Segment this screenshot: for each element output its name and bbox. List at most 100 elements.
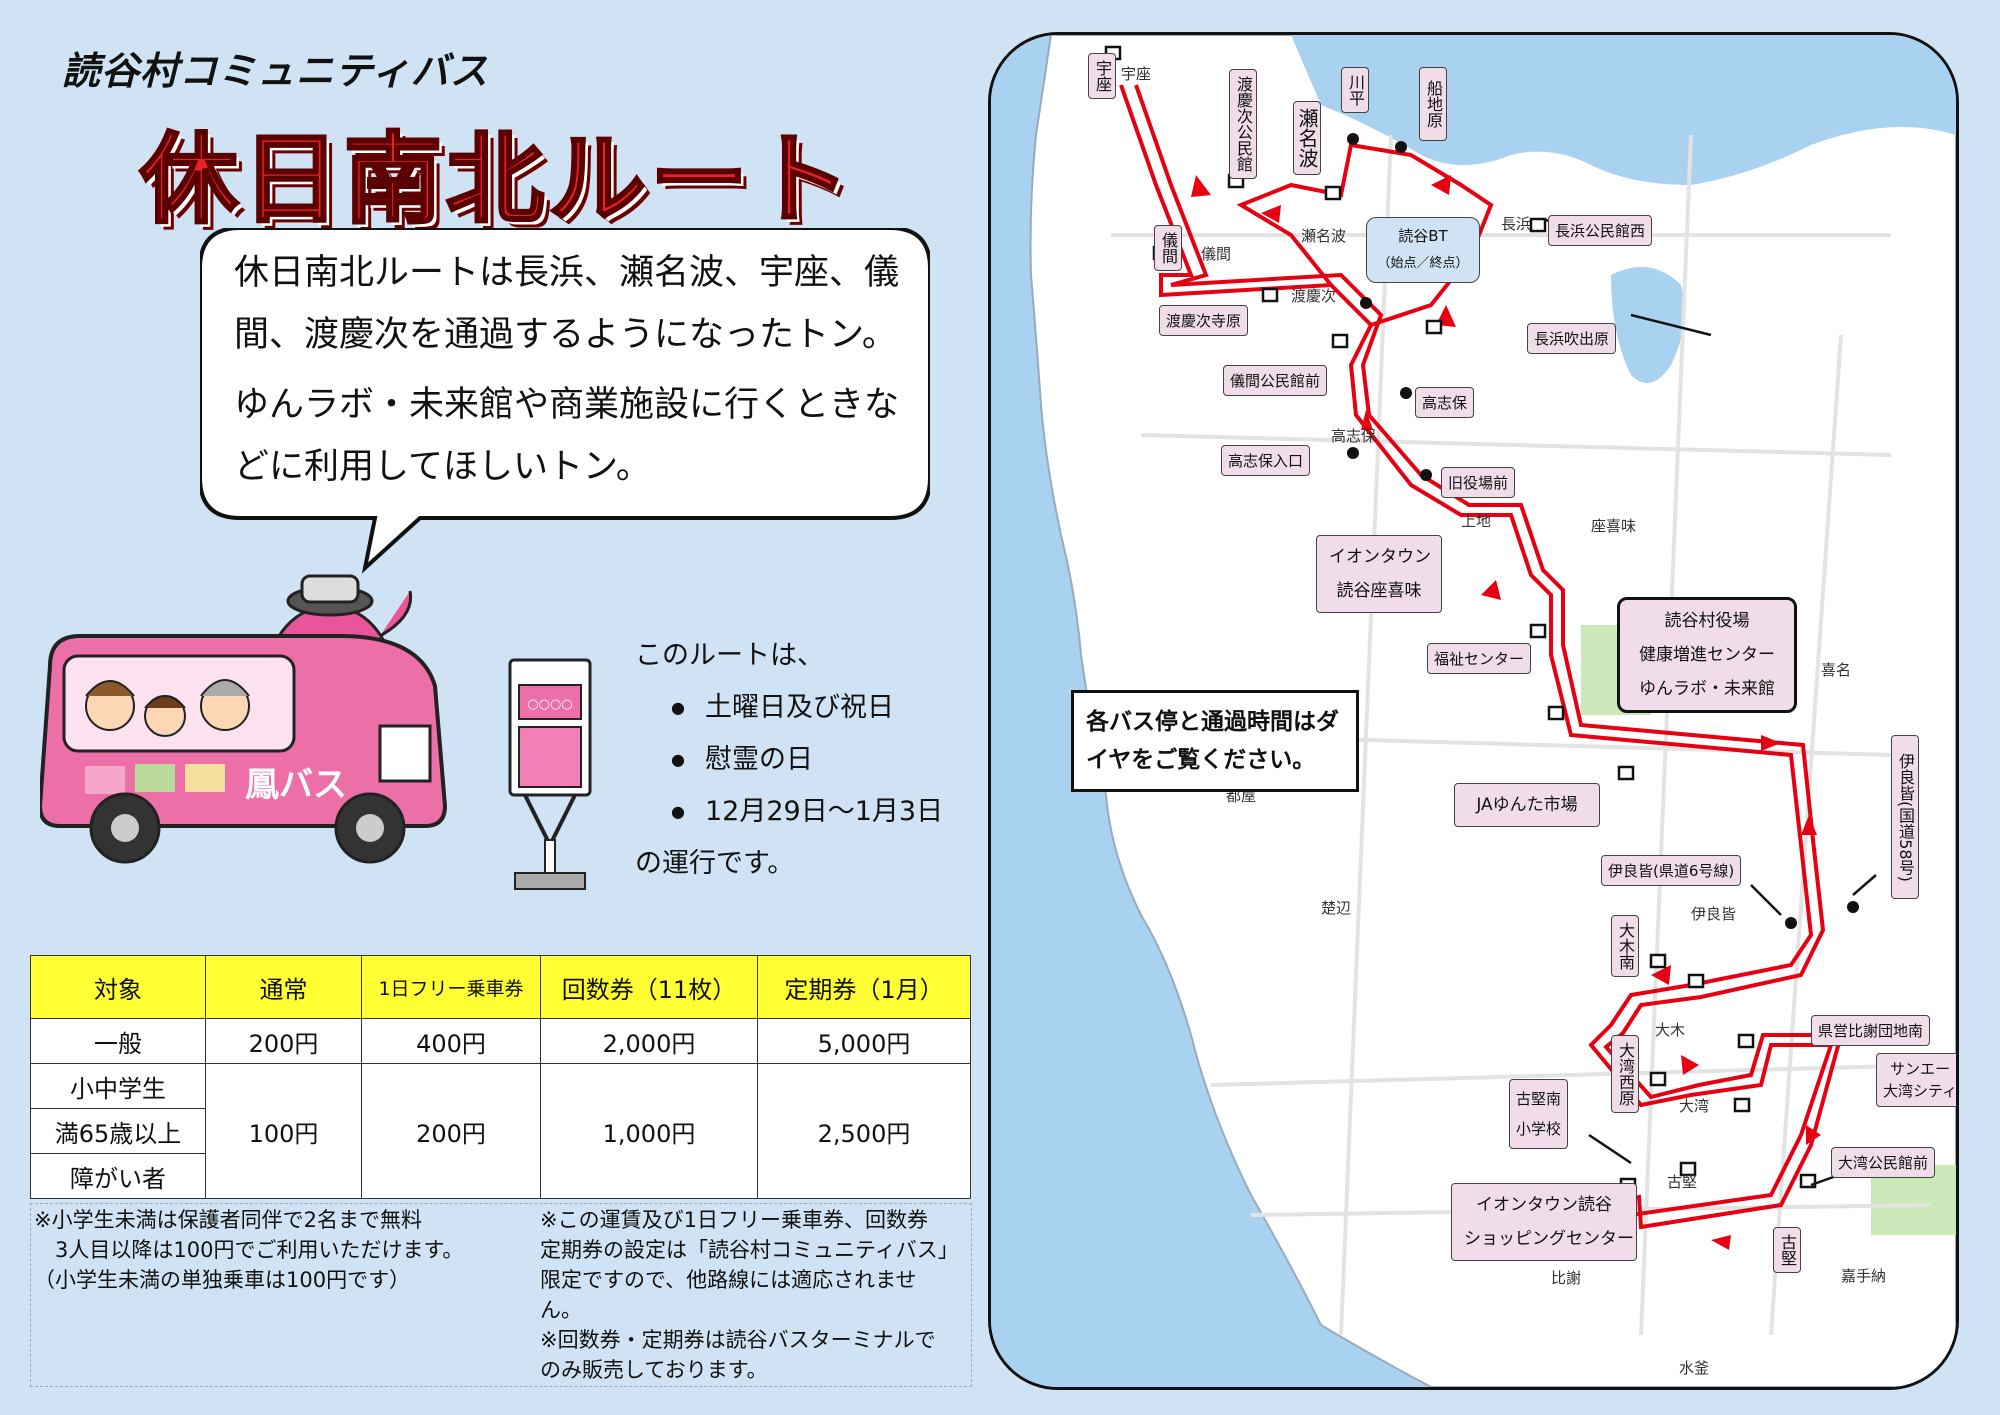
fare-cell: 1,000円 [540, 1063, 758, 1199]
fare-cell: 満65歳以上 [30, 1108, 206, 1154]
map-town-label: 宇座 [1121, 65, 1152, 83]
fare-header: 定期券（1月） [757, 955, 971, 1019]
fare-row-reduced: 小中学生 100円 200円 1,000円 2,500円 [30, 1063, 971, 1199]
stop-label-line: 読谷村役場 [1664, 611, 1750, 631]
map-town-label: 儀間 [1201, 245, 1232, 263]
busstop-sign-label: ○○○○ [527, 697, 572, 712]
fare-note-left: ※小学生未満は保護者同伴で2名まで無料 3人目以降は100円でご利用いただけます… [34, 1205, 534, 1295]
subtitle: 読谷村コミュニティバス [62, 49, 489, 93]
stop-label-uza[interactable]: 宇座 [1088, 53, 1116, 99]
stop-label-takashiho[interactable]: 高志保 [1415, 387, 1475, 418]
speech-bubble-text: 休日南北ルートは長浜、瀬名波、宇座、儀間、渡慶次を通過するようになったトン。 ゆ… [234, 242, 914, 498]
note-line: ※回数券・定期券は読谷バスターミナルで [540, 1328, 936, 1352]
stop-label-line: イオンタウン [1329, 547, 1431, 567]
note-line: のみ販売しております。 [540, 1358, 768, 1382]
stop-label-nagahama-fukidebaru[interactable]: 長浜吹出原 [1527, 323, 1617, 354]
stop-label-line: 小学校 [1516, 1120, 1562, 1138]
operation-day-item: 12月29日～1月3日 [671, 786, 943, 838]
fare-header: 1日フリー乗車券 [361, 955, 541, 1019]
map-town-label: 喜名 [1821, 661, 1852, 679]
stop-label-furugen[interactable]: 古堅 [1773, 1227, 1801, 1273]
notes-frame [30, 1203, 972, 1387]
fare-row-reduced: 障がい者 [30, 1153, 971, 1199]
stop-label-line: ゆんラボ・未来館 [1639, 679, 1775, 699]
fare-cell: 100円 [205, 1063, 362, 1199]
map-town-label: 嘉手納 [1841, 1267, 1887, 1285]
map-town-label: 古堅 [1667, 1173, 1698, 1191]
operation-day-item: 土曜日及び祝日 [671, 682, 943, 734]
stop-label-line: ショッピングセンター [1464, 1229, 1634, 1249]
operation-outro: の運行です。 [635, 848, 795, 879]
stop-label-gima-kominkan[interactable]: 儀間公民館前 [1223, 365, 1328, 396]
stop-label-takashiho-iriguchi[interactable]: 高志保入口 [1221, 445, 1311, 476]
stop-label-ooki-minami[interactable]: 大木南 [1611, 915, 1639, 977]
map-town-label: 高志保 [1331, 427, 1377, 445]
stop-label-line: サンエー [1890, 1060, 1951, 1078]
stop-label-kawahira[interactable]: 川平 [1341, 67, 1369, 113]
fare-cell: 200円 [361, 1063, 541, 1199]
stop-label-gima[interactable]: 儀間 [1154, 225, 1182, 271]
stop-label-nagahama-west[interactable]: 長浜公民館西 [1548, 215, 1653, 246]
fare-cell: 200円 [205, 1018, 362, 1064]
page-title: 休日南北ルート [138, 122, 855, 239]
fare-row-reduced: 満65歳以上 [30, 1108, 971, 1154]
stop-label-kyu-yakuba[interactable]: 旧役場前 [1441, 467, 1516, 498]
fare-cell: 2,000円 [540, 1018, 758, 1064]
bubble-line-1: 休日南北ルートは長浜、瀬名波、宇座、儀間、渡慶次を通過するようになったトン。 [234, 253, 900, 355]
fare-table: 対象 通常 1日フリー乗車券 回数券（11枚） 定期券（1月） 一般 200円 … [30, 955, 971, 1199]
stop-label-line: 古堅南 [1516, 1090, 1562, 1108]
fare-cell: 2,500円 [757, 1063, 971, 1199]
speech-bubble-shape [200, 228, 930, 574]
stop-label-line: （始点／終点） [1377, 256, 1469, 271]
bubble-line-2: ゆんラボ・未来館や商業施設に行くときなどに利用してほしいトン。 [234, 385, 900, 487]
stop-label-tokeshi-jibaru[interactable]: 渡慶次寺原 [1159, 305, 1249, 336]
stop-label-sanA[interactable]: サンエー 大湾シティ [1876, 1053, 1956, 1107]
stop-label-sesoko[interactable]: 瀬名波 [1293, 101, 1321, 175]
stop-label-funatobaru[interactable]: 船地原 [1419, 67, 1447, 141]
bus-logo: 鳳バス [245, 765, 347, 805]
map-town-label: 大木 [1655, 1021, 1686, 1039]
stop-label-oowan-kominkan[interactable]: 大湾公民館前 [1831, 1147, 1936, 1178]
note-line: 定期券の設定は「読谷村コミュニティバス」 [540, 1238, 959, 1262]
map-town-label: 座喜味 [1591, 517, 1637, 535]
bus-mascot-icon: 鳳バス [37, 574, 448, 864]
route-map[interactable]: 宇座 瀬名波 長浜 儀間 渡慶次 高志保 上地 座喜味 喜名 都屋 楚辺 伊良皆… [988, 32, 1959, 1390]
map-town-label: 比謝 [1551, 1269, 1582, 1287]
map-town-label: 瀬名波 [1301, 227, 1347, 245]
note-line: 3人目以降は100円でご利用いただけます。 [34, 1238, 464, 1262]
stop-label-oowan-nishibaru[interactable]: 大湾西原 [1611, 1035, 1639, 1113]
fare-cell: 一般 [30, 1018, 206, 1064]
stop-label-yakuba[interactable]: 読谷村役場 健康増進センター ゆんラボ・未来館 [1617, 597, 1797, 713]
map-town-label: 大湾 [1679, 1097, 1710, 1115]
note-line: （小学生未満の単独乗車は100円です） [34, 1268, 411, 1292]
stop-label-irabaru-route58[interactable]: 伊良皆(国道58号) [1891, 735, 1919, 899]
map-town-label: 伊良皆 [1691, 905, 1737, 923]
stop-label-tokeshi-kominkan[interactable]: 渡慶次公民館 [1229, 69, 1257, 179]
map-town-label: 渡慶次 [1291, 287, 1337, 305]
note-line: ※小学生未満は保護者同伴で2名まで無料 [34, 1208, 422, 1232]
stop-label-line: 読谷BT [1398, 227, 1448, 245]
stop-label-furugen-minami[interactable]: 古堅南 小学校 [1509, 1079, 1569, 1149]
stop-label-ja[interactable]: JAゆんた市場 [1454, 783, 1600, 827]
operation-days: このルートは、 土曜日及び祝日 慰霊の日 12月29日～1月3日 の運行です。 [635, 630, 943, 890]
fare-row-general: 一般 200円 400円 2,000円 5,000円 [30, 1018, 971, 1064]
stop-label-line: イオンタウン読谷 [1476, 1195, 1612, 1215]
bus-illustration: 鳳バス [37, 556, 480, 896]
stop-label-higa-jichibaru[interactable]: 県営比謝団地南 [1811, 1015, 1931, 1046]
stop-label-yomitan-bt[interactable]: 読谷BT （始点／終点） [1366, 217, 1480, 283]
stop-label-aeon-yomitan[interactable]: イオンタウン読谷 ショッピングセンター [1451, 1183, 1637, 1261]
map-town-label: 水釜 [1679, 1359, 1710, 1377]
map-town-label: 長浜 [1501, 215, 1532, 233]
map-note: 各バス停と通過時間はダイヤをご覧ください。 [1071, 690, 1359, 792]
stop-label-irabaru-route6[interactable]: 伊良皆(県道6号線) [1601, 855, 1742, 886]
stop-label-fukushi[interactable]: 福祉センター [1427, 643, 1532, 674]
stop-label-line: 健康増進センター [1639, 645, 1775, 665]
note-line: ん。 [540, 1298, 582, 1322]
stop-label-aeon-zakimi[interactable]: イオンタウン 読谷座喜味 [1316, 535, 1442, 613]
fare-header: 通常 [205, 955, 362, 1019]
operation-day-list: 土曜日及び祝日 慰霊の日 12月29日～1月3日 [635, 682, 943, 838]
speech-bubble: 休日南北ルートは長浜、瀬名波、宇座、儀間、渡慶次を通過するようになったトン。 ゆ… [200, 228, 930, 578]
stop-label-line: 読谷座喜味 [1336, 581, 1422, 601]
fare-header-row: 対象 通常 1日フリー乗車券 回数券（11枚） 定期券（1月） [30, 955, 971, 1019]
operation-intro: このルートは、 [635, 640, 824, 671]
